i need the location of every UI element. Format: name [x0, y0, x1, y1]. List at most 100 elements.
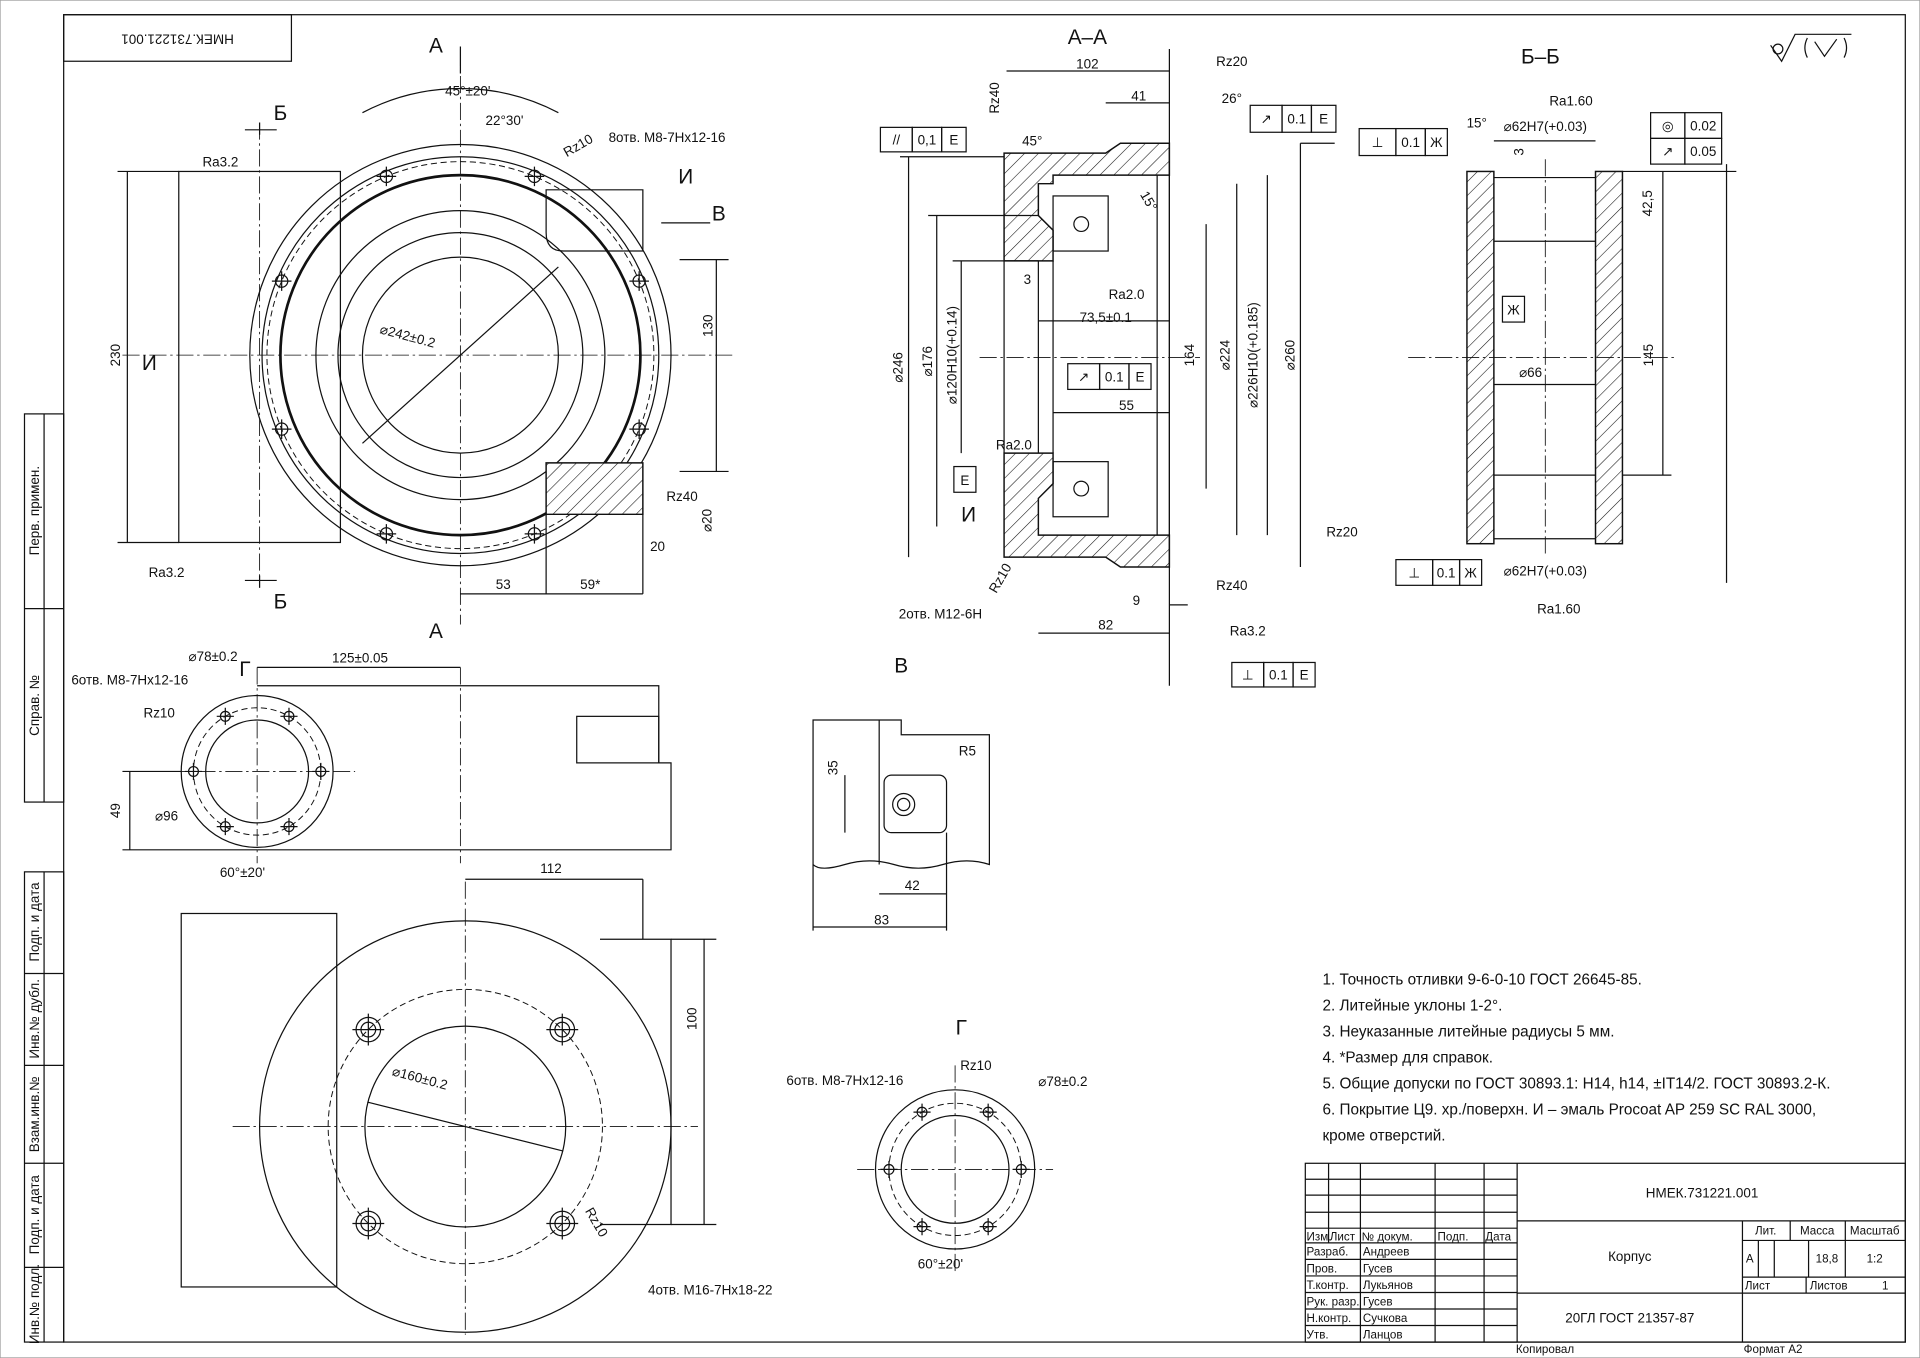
bolt-hole [280, 818, 298, 836]
dimension-label: R5 [959, 744, 976, 759]
dimension-label: ⌀20 [699, 509, 714, 532]
dimension-label: 20 [650, 539, 665, 554]
dimension-label: 112 [540, 861, 561, 876]
roughness-default-symbol [1770, 33, 1852, 63]
bolt-hole [979, 1218, 997, 1236]
dimension-label: Rz20 [1216, 54, 1247, 69]
dimension-label: Б [274, 591, 288, 614]
tolerance-frame-cell: ↗ [1260, 112, 1271, 127]
dimension-label: Rz10 [960, 1058, 991, 1073]
tolerance-frame-cell: Е [1319, 112, 1328, 127]
note-line: 4. *Размер для справок. [1322, 1049, 1493, 1066]
tb-mass-header: Масса [1800, 1224, 1835, 1237]
bolt-hole [216, 707, 234, 725]
tolerance-frame-cell: 0.1 [1287, 112, 1306, 127]
dimension-label: Г [956, 1017, 967, 1040]
dimension-label: 45°±20' [445, 84, 490, 99]
datum-box: Е [953, 465, 977, 493]
dimension-label: ⌀246 [890, 352, 905, 383]
view-b-detail [812, 719, 990, 931]
dimension-label: А [429, 35, 443, 58]
tolerance-frame: ↗0.05 [1650, 137, 1723, 165]
dimension-label: 3 [1511, 148, 1526, 155]
strip-label: Подп. и дата [27, 1175, 42, 1255]
tb-col-header: Изм. [1307, 1230, 1332, 1243]
bolt-hole [524, 524, 545, 544]
tolerance-frame-cell: 0.1 [1105, 369, 1124, 384]
dimension-label: 22°30' [486, 113, 524, 128]
tb-role: Разраб. [1307, 1246, 1349, 1259]
dimension-label: ⌀120H10(+0.14) [944, 306, 959, 404]
strip-label: Инв.№ подл. [27, 1264, 42, 1344]
dimension-label: Ra1.60 [1537, 601, 1580, 616]
dimension-label: 100 [685, 1008, 700, 1030]
tb-sheets: 1 [1882, 1279, 1888, 1292]
stamp-box: НМЕК.731221.001 [63, 14, 293, 62]
tb-role: Утв. [1307, 1328, 1329, 1341]
bolt-hole [913, 1103, 931, 1121]
dimension-label: Rz40 [666, 489, 697, 504]
dimension-label: И [678, 166, 693, 189]
dimension-label: Ra3.2 [202, 155, 238, 170]
tb-person: Гусев [1363, 1295, 1393, 1308]
bolt-hole [312, 762, 330, 781]
bolt-hole [629, 271, 649, 291]
dimension-label: 6отв. М8-7Нх12-16 [71, 673, 188, 688]
tb-person: Ланцов [1363, 1328, 1403, 1341]
tolerance-frame-cell: ⊥ [1372, 135, 1384, 150]
dimension-label: 26° [1222, 91, 1242, 106]
dimension-label: 164 [1182, 343, 1197, 366]
dimension-label: 9 [1133, 593, 1140, 608]
dimension-label: Rz20 [1326, 524, 1357, 539]
dimension-label: 73,5±0.1 [1080, 310, 1132, 325]
bolt-hole [1012, 1160, 1030, 1178]
tolerance-frame-cell: 0.1 [1401, 135, 1420, 150]
bolt-hole [979, 1103, 997, 1121]
tb-copied: Копировал [1516, 1343, 1574, 1356]
dimension-label: ⌀78±0.2 [188, 649, 237, 664]
datum-box: Ж [1501, 295, 1526, 323]
dimension-label: ⌀62H7(+0.03) [1504, 564, 1587, 579]
tb-person: Сучкова [1363, 1312, 1408, 1325]
bolt-hole [376, 524, 397, 544]
dimension-label: 60°±20' [220, 865, 265, 880]
section-a-a [900, 48, 1335, 686]
tb-col-header: Лист [1330, 1230, 1356, 1243]
tolerance-frame-cell: ⊥ [1242, 668, 1254, 683]
tb-sheet-label: Лист [1745, 1279, 1771, 1292]
tb-person: Андреев [1363, 1246, 1410, 1259]
tb-sheets-label: Листов [1810, 1279, 1848, 1292]
bolt-hole [352, 1207, 385, 1240]
stamp-code: НМЕК.731221.001 [121, 31, 234, 46]
dimension-label: 42 [905, 878, 920, 893]
tb-col-header: Подп. [1438, 1230, 1469, 1243]
dimension-label: Rz10 [143, 706, 174, 721]
dimension-label: Б–Б [1521, 46, 1560, 69]
note-line: 3. Неуказанные литейные радиусы 5 мм. [1322, 1023, 1614, 1040]
dimension-label: Б [274, 102, 288, 125]
note-line: 5. Общие допуски по ГОСТ 30893.1: H14, h… [1322, 1075, 1830, 1092]
tolerance-frame-cell: ↗ [1078, 369, 1089, 384]
dimension-label: И [142, 352, 157, 375]
dimension-label: 55 [1119, 398, 1134, 413]
dimension-label: ⌀176 [920, 346, 935, 377]
bolt-hole [271, 271, 292, 291]
dimension-label: В [712, 202, 726, 225]
dimension-label: 125±0.05 [332, 650, 388, 665]
bolt-hole [184, 762, 203, 781]
bolt-hole [913, 1218, 931, 1236]
tb-designation: НМЕК.731221.001 [1646, 1186, 1759, 1201]
dimension-label: 2отв. М12-6Н [899, 606, 982, 621]
tolerance-frame-cell: 0.02 [1690, 118, 1716, 133]
bolt-hole [376, 166, 397, 187]
dimension-label: 60°±20' [918, 1257, 963, 1272]
dimension-label: 83 [874, 913, 889, 928]
bolt-hole [280, 707, 298, 725]
dimension-label: ⌀260 [1282, 340, 1297, 371]
tb-format: Формат А2 [1744, 1343, 1803, 1356]
strip-label: Справ. № [27, 675, 42, 736]
dimension-label: Ra2.0 [1109, 287, 1145, 302]
datum-letter: Ж [1507, 303, 1520, 318]
